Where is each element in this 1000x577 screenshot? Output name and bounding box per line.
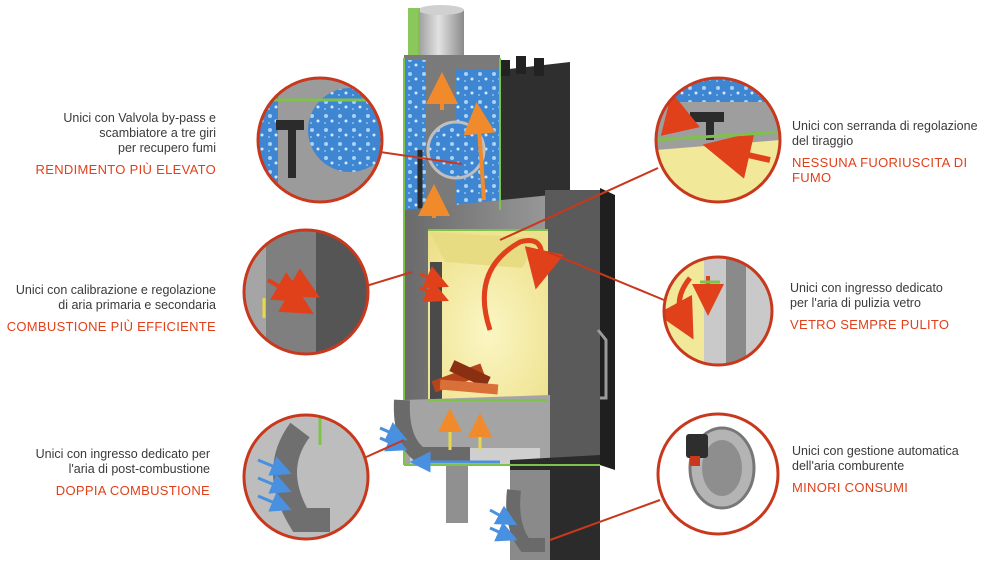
leader-line-consumi — [549, 499, 661, 541]
callout-circle-rendimento — [256, 76, 384, 204]
callout-heading: DOPPIA COMBUSTIONE — [55, 483, 210, 498]
callout-label-consumi: Unici con gestione automatica dell'aria … — [792, 444, 997, 495]
leader-line-combustione — [365, 271, 413, 287]
leader-line-doppia — [363, 439, 405, 459]
heat-exchanger — [426, 120, 486, 180]
callout-circle-combustione — [242, 228, 370, 356]
callout-description: Unici con Valvola by-pass e scambiatore … — [63, 111, 216, 155]
callout-heading: MINORI CONSUMI — [792, 480, 909, 495]
callout-heading: NESSUNA FUORIUSCITA DI FUMO — [792, 155, 968, 185]
callout-circle-doppia — [242, 413, 370, 541]
callout-circle-vetro — [662, 255, 774, 367]
callout-label-rendimento: Unici con Valvola by-pass e scambiatore … — [20, 111, 216, 177]
stove-body — [393, 5, 615, 560]
burning-logs — [431, 360, 499, 395]
callout-label-doppia: Unici con ingresso dedicato per l'aria d… — [10, 447, 210, 498]
glass-door-frame — [600, 188, 615, 470]
callout-description: Unici con calibrazione e regolazione di … — [15, 283, 216, 312]
callout-label-combustione: Unici con calibrazione e regolazione di … — [0, 283, 216, 334]
callout-heading: COMBUSTIONE PIÙ EFFICIENTE — [6, 319, 216, 334]
callout-heading: RENDIMENTO PIÙ ELEVATO — [35, 162, 216, 177]
callout-label-vetro: Unici con ingresso dedicato per l'aria d… — [790, 281, 995, 332]
callout-description: Unici con serranda di regolazione del ti… — [792, 119, 978, 148]
callout-circle-fumo — [654, 76, 782, 204]
callout-label-fumo: Unici con serranda di regolazione del ti… — [792, 119, 997, 185]
baffle-plate — [430, 232, 540, 268]
leader-line-vetro — [547, 251, 665, 301]
callout-heading: VETRO SEMPRE PULITO — [790, 317, 950, 332]
outer-casing-dark — [500, 62, 570, 210]
leader-lines — [363, 151, 665, 541]
leader-line-fumo — [499, 167, 659, 241]
airflow-arrows — [379, 72, 564, 542]
insulation-outline — [403, 58, 600, 466]
callout-circle-consumi — [656, 412, 780, 536]
callout-description: Unici con ingresso dedicato per l'aria d… — [790, 281, 943, 310]
callout-description: Unici con ingresso dedicato per l'aria d… — [35, 447, 210, 476]
door-handle — [596, 329, 608, 400]
leader-line-rendimento — [379, 151, 463, 165]
callout-description: Unici con gestione automatica dell'aria … — [792, 444, 959, 473]
